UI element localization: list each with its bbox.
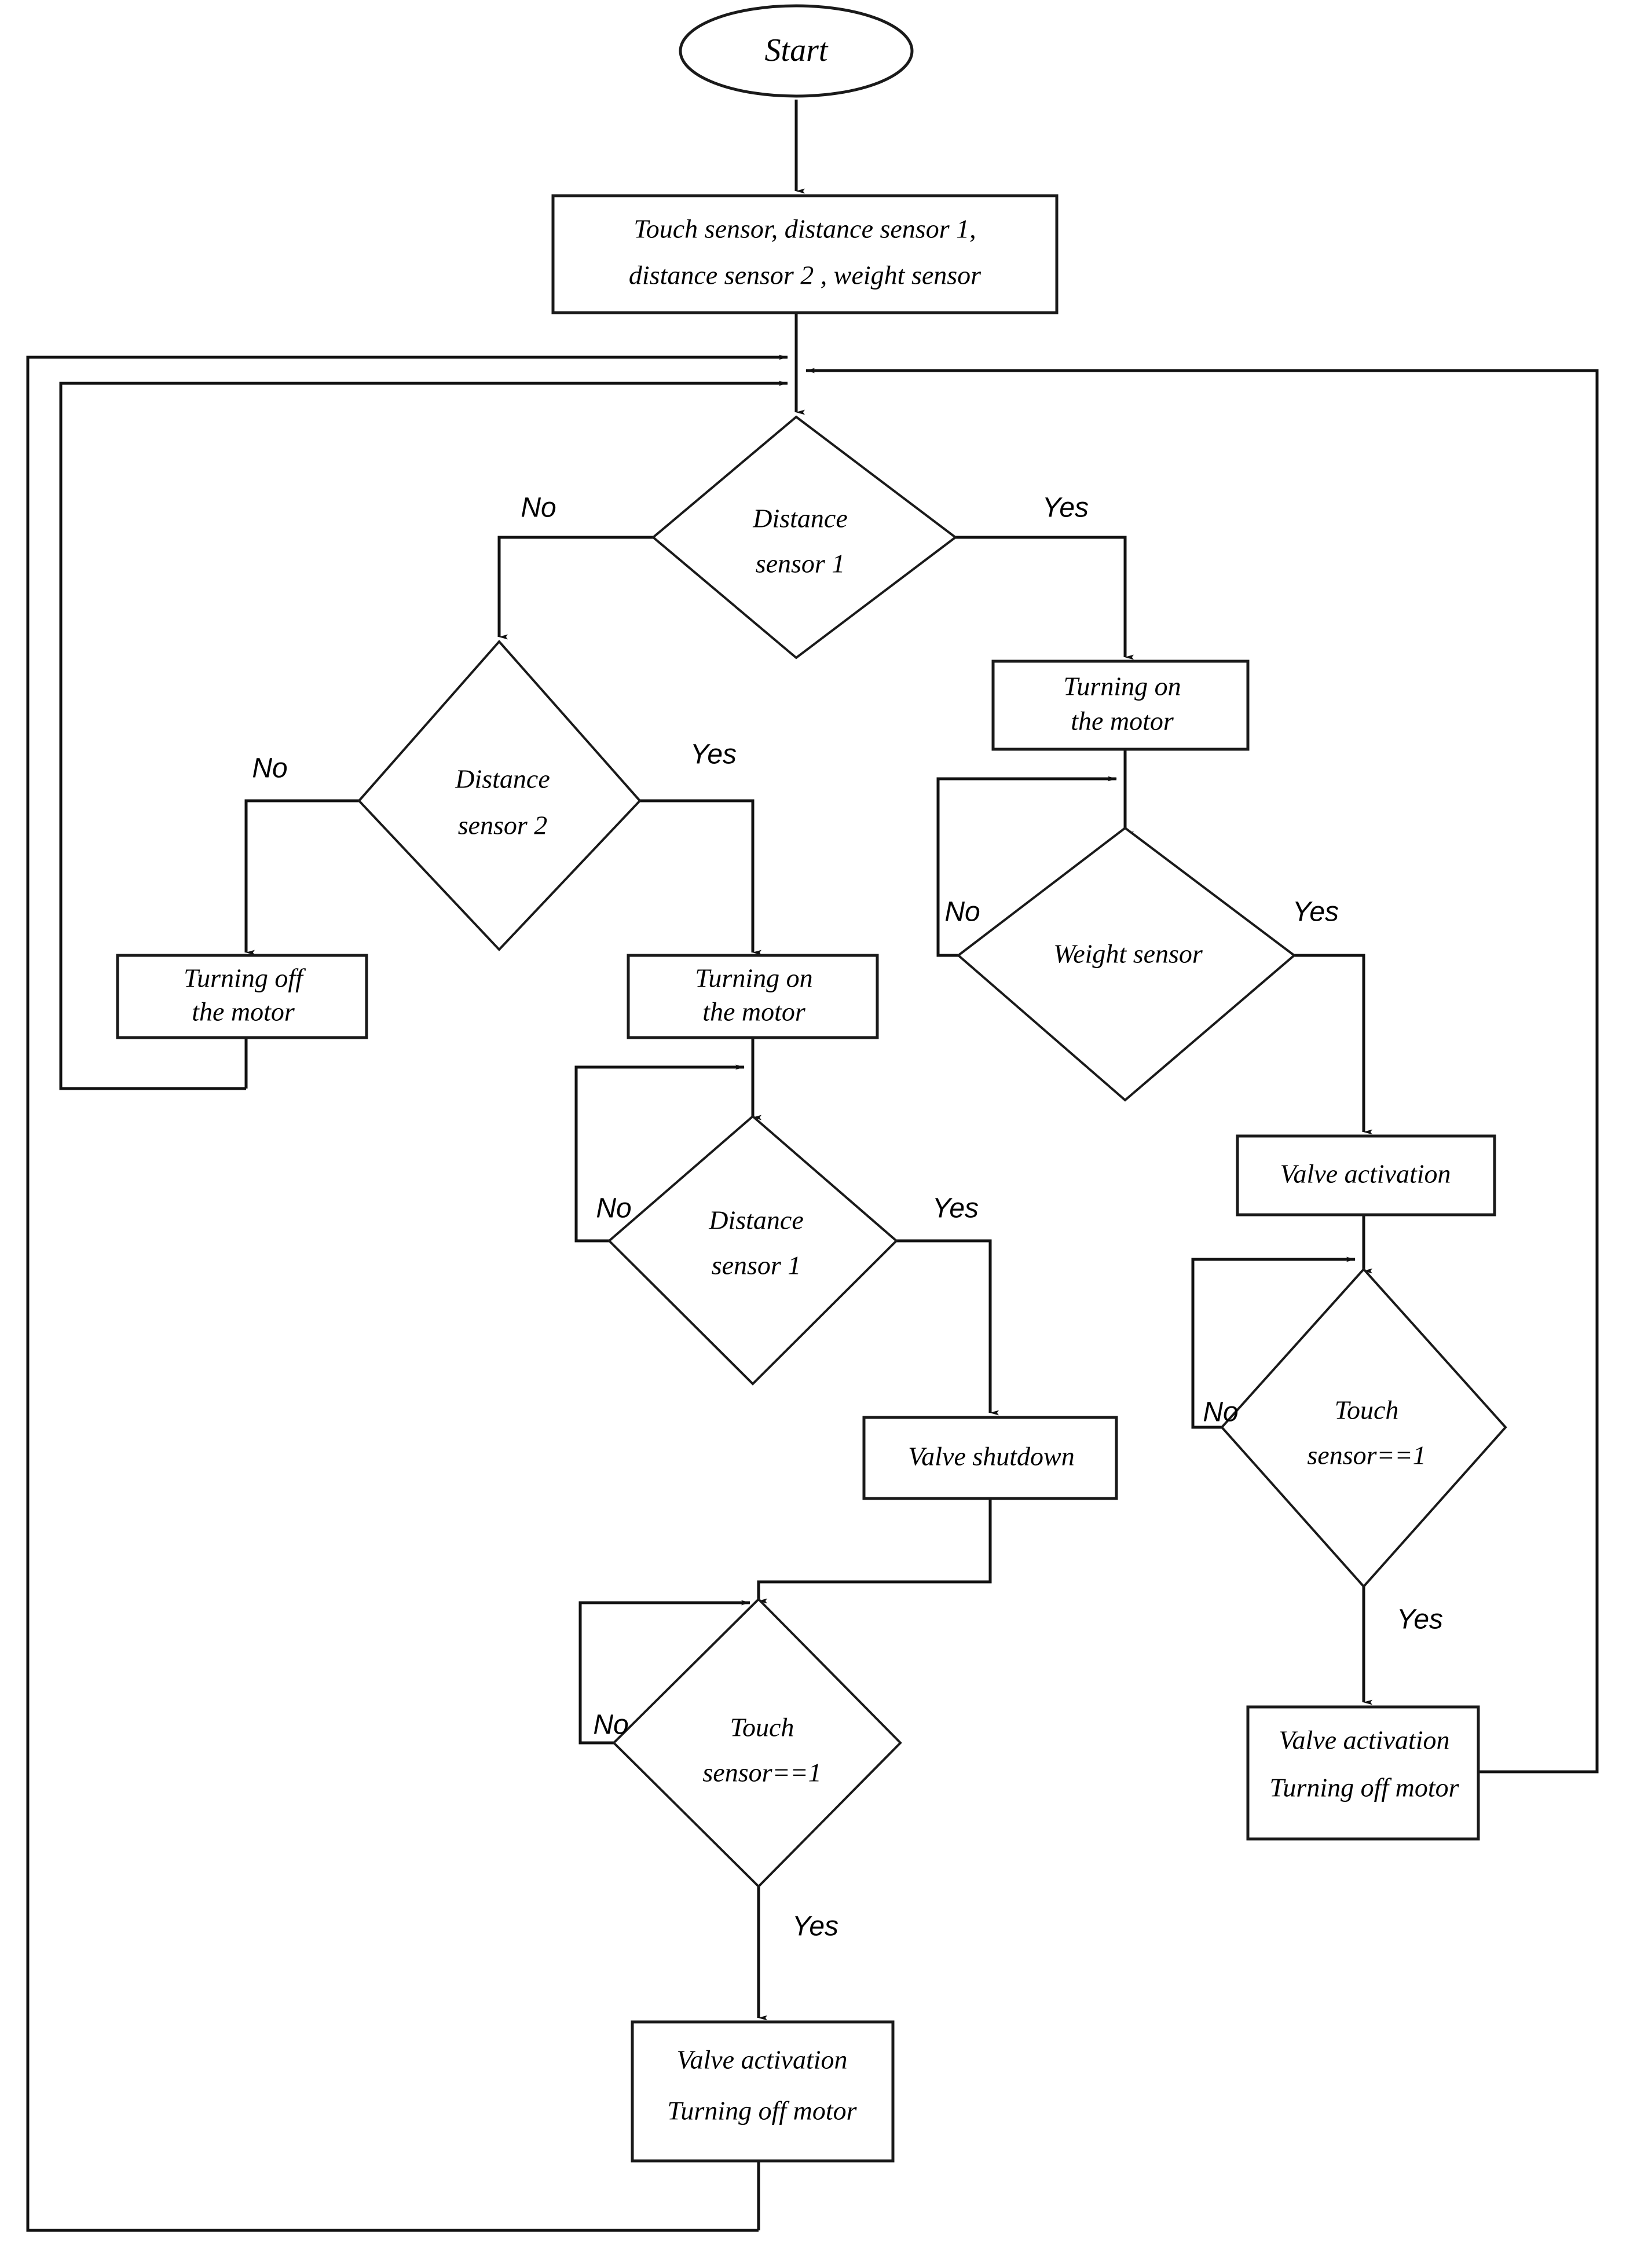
edge-distance1top-no-to-distance2 (497, 536, 653, 640)
edge-label-touch-middle-yes: Yes (792, 1911, 838, 1942)
node-valve-motoroff-right-line1: Valve activation (1279, 1725, 1449, 1755)
node-valve-activation-turning-off-motor-right[interactable]: Valve activation Turning off motor (1246, 1705, 1480, 1841)
node-valve-shutdown-line1: Valve shutdown (908, 1442, 1074, 1471)
node-weight-line1: Weight sensor (1053, 939, 1203, 969)
node-inputs[interactable]: Touch sensor, distance sensor 1, distanc… (551, 194, 1059, 314)
node-turning-on-the-motor-middle[interactable]: Turning on the motor (627, 954, 879, 1039)
edge-weight-yes-to-valve-activation (1294, 954, 1372, 1135)
edge-distance2-yes-to-motoron-middle (640, 799, 761, 955)
node-decision-touch-sensor-middle[interactable]: Touch sensor==1 (612, 1598, 902, 1888)
edge-distance2-no-to-motoroff (244, 799, 359, 955)
node-inputs-line1: Touch sensor, distance sensor 1, (633, 214, 976, 244)
node-motoron-middle-line2: the motor (702, 997, 806, 1027)
node-valve-activation-right[interactable]: Valve activation (1236, 1134, 1496, 1217)
node-turning-off-the-motor-left[interactable]: Turning off the motor (116, 954, 368, 1039)
node-valve-motoroff-bottom-line1: Valve activation (676, 2045, 847, 2075)
node-start[interactable]: Start (679, 4, 914, 98)
node-decision-distance-sensor-1-top[interactable]: Distance sensor 1 (651, 415, 958, 659)
node-touch-middle-line1: Touch (730, 1713, 794, 1742)
node-valve-shutdown[interactable]: Valve shutdown (862, 1416, 1118, 1500)
node-motoron-right-line2: the motor (1071, 706, 1174, 736)
edge-label-touch-middle-no: No (593, 1710, 628, 1741)
edge-label-distance2-no: No (252, 753, 287, 784)
edge-label-distance1-middle-no: No (596, 1193, 631, 1224)
edge-return-loop-right (805, 368, 1599, 1774)
node-touch-right-line1: Touch (1335, 1395, 1399, 1425)
node-distance1-top-line2: sensor 1 (756, 549, 845, 578)
node-valve-activation-turning-off-motor-bottom[interactable]: Valve activation Turning off motor (631, 2020, 895, 2163)
node-motoroff-left-line1: Turning off (184, 963, 306, 993)
edge-label-weight-yes: Yes (1292, 897, 1339, 928)
node-motoron-middle-line1: Turning on (695, 963, 812, 993)
node-motoroff-left-line2: the motor (192, 997, 295, 1027)
node-decision-weight-sensor[interactable]: Weight sensor (956, 826, 1297, 1102)
node-valve-activation-right-line1: Valve activation (1280, 1159, 1451, 1189)
node-touch-middle-line2: sensor==1 (702, 1758, 821, 1787)
node-valve-motoroff-right-line2: Turning off motor (1269, 1773, 1459, 1802)
edge-label-distance1-top-no: No (521, 493, 556, 523)
node-inputs-line2: distance sensor 2 , weight sensor (629, 261, 982, 290)
node-decision-touch-sensor-right[interactable]: Touch sensor==1 (1220, 1267, 1507, 1589)
edge-valve-shutdown-to-touch-middle (757, 1500, 992, 1604)
edge-touch-right-no-loop (1191, 1256, 1356, 1429)
edge-label-touch-right-no: No (1203, 1397, 1238, 1428)
node-distance1-top-line1: Distance (752, 504, 848, 533)
node-decision-distance-sensor-2[interactable]: Distance sensor 2 (357, 639, 642, 951)
edge-label-distance1-top-yes: Yes (1042, 493, 1089, 523)
node-distance2-line2: sensor 2 (458, 811, 548, 840)
node-start-label: Start (765, 32, 829, 68)
edge-return-loop-outer (26, 354, 788, 2232)
edge-label-touch-right-yes: Yes (1397, 1604, 1443, 1635)
edge-label-distance2-yes: Yes (690, 739, 737, 770)
node-valve-motoroff-bottom-line2: Turning off motor (667, 2096, 857, 2126)
edge-distance1-middle-no-loop (574, 1064, 745, 1243)
node-decision-distance-sensor-1-middle[interactable]: Distance sensor 1 (607, 1115, 898, 1386)
edge-return-loop-inner (59, 380, 788, 1090)
node-touch-right-line2: sensor==1 (1307, 1441, 1426, 1470)
edge-label-distance1-middle-yes: Yes (932, 1193, 979, 1224)
node-distance1-middle-line2: sensor 1 (712, 1251, 801, 1280)
node-turning-on-the-motor-right[interactable]: Turning on the motor (991, 659, 1250, 751)
node-distance2-line1: Distance (455, 764, 550, 794)
node-distance1-middle-line1: Distance (708, 1206, 804, 1235)
edge-touch-middle-no-loop (578, 1600, 750, 1745)
edge-label-weight-no: No (944, 897, 980, 928)
edge-weight-no-loop (936, 776, 1117, 957)
node-motoron-right-line1: Turning on (1063, 672, 1181, 701)
edge-distance1-middle-yes-to-valve-shutdown (896, 1239, 999, 1416)
edge-distance1top-yes-to-motoron-right (955, 536, 1134, 660)
